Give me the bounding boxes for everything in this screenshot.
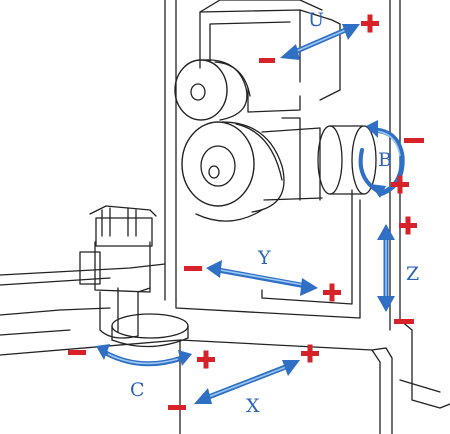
column-lower-frame	[175, 199, 361, 319]
rotary-table-top	[111, 313, 189, 339]
upper-wheel-rim	[202, 59, 248, 121]
head-housing-front	[199, 9, 301, 83]
u-axis-arrow	[280, 24, 360, 60]
base-top-edge-2	[0, 277, 111, 286]
y-axis-arrow	[206, 260, 318, 296]
z-plus-sign: +	[399, 216, 417, 235]
u-plus-sign: +	[361, 14, 379, 33]
u-axis-label: U	[308, 9, 324, 31]
b-cylinder-front	[317, 125, 343, 195]
x-axis-arrow	[194, 360, 300, 404]
lower-wheel-rim-3	[195, 209, 263, 222]
fixture-top-plate	[89, 205, 157, 217]
z-axis-arrow	[377, 224, 395, 312]
lower-wheel-face	[181, 121, 255, 207]
direction-signs: + − − + + − − + − + + −	[68, 14, 424, 410]
b-axis-label: B	[378, 149, 392, 171]
b-minus-sign: −	[404, 138, 424, 143]
axis-arrows	[96, 24, 405, 404]
spindle-body	[261, 127, 323, 201]
upper-wheel-face	[174, 59, 228, 121]
y-minus-sign: −	[184, 266, 202, 271]
b-plus-sign: +	[391, 175, 409, 194]
c-minus-sign: −	[68, 350, 86, 355]
b-axis-rotation-arrow	[358, 120, 405, 198]
rotary-table-bottom	[111, 337, 189, 348]
table-right-edge-2	[385, 347, 393, 434]
upper-wheel-hub	[190, 83, 206, 101]
b-cylinder-back	[351, 125, 377, 195]
upper-wheel-rim-2	[214, 61, 251, 97]
rotary-table-side	[111, 325, 189, 341]
fixture-post-2	[117, 287, 151, 333]
c-axis-rotation-arrow	[96, 344, 192, 367]
base-slant-2	[0, 329, 71, 336]
y-plus-sign: +	[323, 283, 341, 302]
x-axis-label: X	[246, 395, 260, 417]
y-axis-label: Y	[257, 247, 271, 269]
lower-wheel-rim-2	[235, 123, 283, 181]
lower-wheel-hub	[208, 165, 220, 179]
fixture-clamp-head	[95, 217, 153, 247]
right-pedestal	[411, 329, 450, 409]
fixture-clamp-side	[79, 251, 101, 285]
z-axis-label: Z	[406, 263, 419, 285]
table-right-edge	[371, 349, 381, 434]
fixture-clamp-lower	[94, 241, 151, 293]
u-minus-sign: −	[259, 58, 275, 63]
fixture-post	[99, 291, 139, 339]
head-housing-side	[299, 9, 341, 101]
right-pedestal-2	[399, 379, 441, 393]
x-minus-sign: −	[168, 405, 186, 410]
head-housing-lower	[247, 87, 301, 113]
head-housing-top	[199, 0, 323, 13]
head-housing-inner	[209, 21, 291, 63]
fixture-jaws	[101, 207, 137, 237]
c-plus-sign: +	[197, 350, 215, 369]
table-top	[0, 339, 387, 356]
column-lower-frame-2	[261, 189, 353, 305]
x-plus-sign: +	[301, 344, 319, 363]
z-minus-sign: −	[394, 319, 414, 324]
b-cylinder-body	[329, 125, 365, 195]
base-top-edge	[0, 263, 166, 276]
axis-labels: U B Y Z C X	[130, 9, 419, 417]
base-slant	[0, 307, 111, 316]
lower-wheel-rim	[221, 121, 285, 213]
c-axis-label: C	[130, 379, 145, 401]
lower-wheel-inner	[200, 145, 236, 187]
